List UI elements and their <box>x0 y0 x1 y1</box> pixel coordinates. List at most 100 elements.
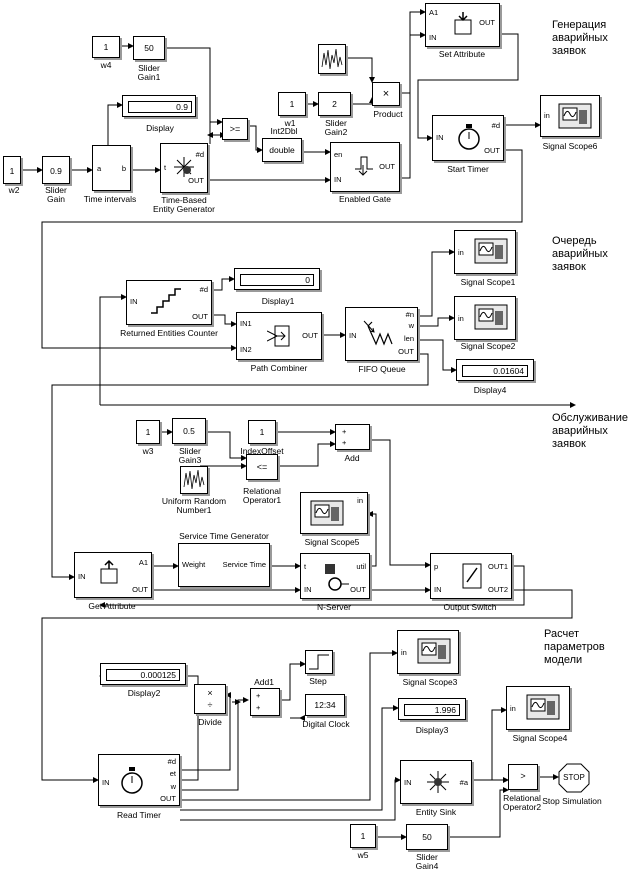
signal-scope3[interactable]: in <box>397 630 459 674</box>
int2dbl-label: Int2Dbl <box>270 126 298 136</box>
digital-clock-label: Digital Clock <box>302 719 350 729</box>
add-block[interactable]: + + <box>335 424 370 450</box>
random-source-block[interactable] <box>318 44 346 74</box>
step-label: Step <box>309 676 327 686</box>
output-switch-icon <box>462 563 482 589</box>
slider-gain[interactable]: 0.9 <box>42 156 70 184</box>
fifo-queue-block[interactable]: IN #n w len OUT <box>345 307 418 361</box>
divide-icon: ÷ <box>207 700 213 710</box>
constant-w1[interactable]: 1 <box>278 92 306 116</box>
display2-label: Display2 <box>127 688 161 698</box>
display-label: Display <box>146 123 174 133</box>
digital-clock-block[interactable]: 12:34 <box>305 694 345 716</box>
set-attribute-icon <box>454 12 472 35</box>
constant-value: 1 <box>360 831 366 841</box>
multiply-icon: × <box>382 88 390 100</box>
constant-value: 1 <box>289 99 295 109</box>
scope-icon <box>310 500 344 526</box>
relational-operator: <= <box>256 462 268 472</box>
set-attribute-label: Set Attribute <box>438 49 486 59</box>
display4-block[interactable]: 0.01604 <box>456 359 534 381</box>
slider-gain2[interactable]: 2 <box>318 92 351 116</box>
slider-gain3[interactable]: 0.5 <box>172 418 206 444</box>
enabled-gate-block[interactable]: en IN OUT <box>330 142 400 192</box>
set-attribute-block[interactable]: A1 IN OUT <box>425 3 500 47</box>
uniform-random-block[interactable] <box>180 466 208 494</box>
path-combiner-block[interactable]: IN1 IN2 OUT <box>236 312 322 360</box>
signal-scope5-label: Signal Scope5 <box>304 537 360 547</box>
read-timer-block[interactable]: IN #d et w OUT <box>98 754 180 806</box>
data-type-conversion-block[interactable]: double <box>262 138 302 162</box>
step-block[interactable] <box>305 650 333 674</box>
constant-w5[interactable]: 1 <box>350 824 376 848</box>
output-switch-label: Output Switch <box>443 602 497 612</box>
n-server-block[interactable]: t IN util OUT <box>300 553 370 599</box>
display1-block[interactable]: 0 <box>234 268 320 290</box>
noise-icon <box>183 469 205 490</box>
time-based-entity-generator[interactable]: t #d OUT <box>160 143 208 193</box>
signal-scope5[interactable]: in <box>300 492 368 534</box>
fifo-icon <box>363 320 393 346</box>
scope-icon <box>558 103 592 129</box>
add1-block[interactable]: + + <box>250 688 280 716</box>
product-block[interactable]: × <box>372 82 400 106</box>
signal-scope1-label: Signal Scope1 <box>460 277 516 287</box>
stopwatch-icon <box>121 767 143 794</box>
compare-block[interactable]: >= <box>222 118 248 140</box>
service-time-generator-block[interactable]: Weight Service Time <box>178 543 270 587</box>
display-value: 0.9 <box>128 101 192 113</box>
fifo-label: FIFO Queue <box>358 364 406 374</box>
signal-scope2[interactable]: in <box>454 296 516 340</box>
returned-entities-counter[interactable]: IN #d OUT <box>126 280 212 325</box>
read-timer-label: Read Timer <box>117 810 161 820</box>
noise-icon <box>321 48 343 70</box>
time-intervals-block[interactable]: a b <box>92 145 131 191</box>
entity-sink-block[interactable]: IN #a <box>400 760 472 804</box>
counter-icon <box>151 288 181 314</box>
relational-operator1-block[interactable]: <= <box>246 454 278 480</box>
scope-icon <box>417 638 451 664</box>
slider-gain1[interactable]: 50 <box>133 36 165 60</box>
stop-sign-icon[interactable] <box>558 763 590 793</box>
divide-label: Divide <box>198 717 222 727</box>
get-attribute-label: Get Attribute <box>88 601 136 611</box>
slider-gain4[interactable]: 50 <box>406 824 448 850</box>
divide-block[interactable]: × ÷ <box>194 684 226 714</box>
rec-label: Returned Entities Counter <box>120 328 218 338</box>
product-label: Product <box>373 109 403 119</box>
get-attribute-block[interactable]: IN A1 OUT <box>74 552 152 598</box>
signal-scope1[interactable]: in <box>454 230 516 274</box>
constant-w1-label: w1 <box>284 118 296 128</box>
slider-value: 0.5 <box>183 426 195 436</box>
signal-scope3-label: Signal Scope3 <box>402 677 458 687</box>
start-timer-label: Start Timer <box>447 164 489 174</box>
output-switch-block[interactable]: p IN OUT1 OUT2 <box>430 553 512 599</box>
display-block[interactable]: 0.9 <box>122 95 196 117</box>
relational-operator: > <box>520 771 526 781</box>
path-combiner-label: Path Combiner <box>250 363 308 373</box>
constant-w2[interactable]: 1 <box>3 156 21 184</box>
constant-w3[interactable]: 1 <box>136 420 160 444</box>
constant-w4[interactable]: 1 <box>92 36 120 58</box>
index-offset-block[interactable]: 1 <box>248 420 276 444</box>
signal-scope4[interactable]: in <box>506 686 570 730</box>
display3-block[interactable]: 1.996 <box>398 698 466 720</box>
constant-value: 1 <box>145 427 151 437</box>
server-icon <box>325 564 349 591</box>
relational-operator2-block[interactable]: > <box>508 764 538 790</box>
gate-icon <box>355 156 373 176</box>
start-timer-block[interactable]: IN #d OUT <box>432 115 504 161</box>
signal-scope6[interactable]: in <box>540 95 600 137</box>
display2-block[interactable]: 0.000125 <box>100 663 186 685</box>
